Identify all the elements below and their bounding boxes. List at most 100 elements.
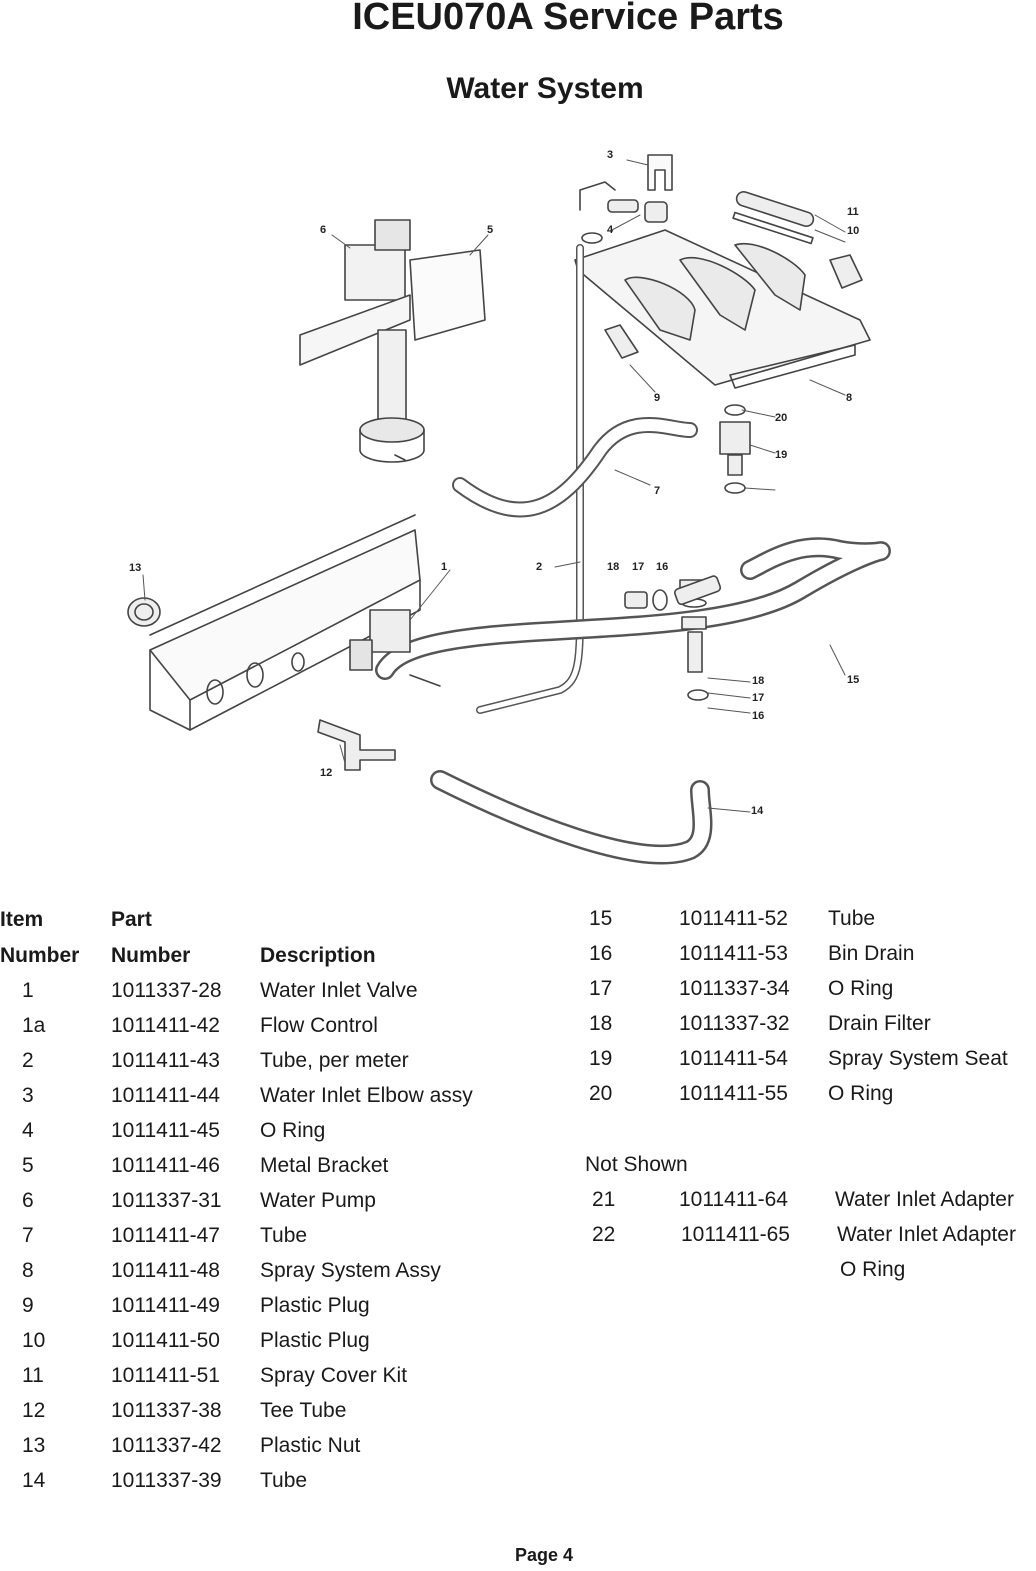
- part-number: 1011411-65: [681, 1223, 790, 1246]
- item-number: 16: [589, 942, 613, 965]
- part-header-line2: Number: [111, 944, 191, 967]
- item-number: 13: [22, 1434, 46, 1457]
- part-description: Plastic Plug: [260, 1294, 370, 1317]
- part-description: Spray System Assy: [260, 1259, 441, 1282]
- part-number: 1011411-42: [111, 1014, 220, 1037]
- item-number: 11: [22, 1364, 44, 1387]
- part-number: 1011411-43: [111, 1049, 220, 1072]
- part-description: Water Inlet Elbow assy: [260, 1084, 473, 1107]
- part-number: 1011411-45: [111, 1119, 220, 1142]
- spray-system-seat-19: [719, 404, 751, 494]
- spray-cover-kit-11: [732, 191, 815, 245]
- part-description: Water Inlet Adapter: [835, 1188, 1014, 1211]
- callout-8: 8: [846, 392, 852, 404]
- part-number: 1011337-31: [111, 1189, 222, 1212]
- table-row: 13 1011337-42 Plastic Nut: [0, 1434, 1036, 1469]
- callout-11: 11: [847, 206, 859, 218]
- part-description: Plastic Nut: [260, 1434, 361, 1457]
- item-number: 6: [22, 1189, 34, 1212]
- item-number: 1: [22, 979, 34, 1002]
- bin-drain-16-17-18: [624, 575, 722, 701]
- part-number: 1011337-42: [111, 1434, 222, 1457]
- part-description: O Ring: [260, 1119, 326, 1142]
- item-number: 14: [22, 1469, 46, 1492]
- part-header-line1: Part: [111, 908, 152, 931]
- part-description: Tee Tube: [260, 1399, 347, 1422]
- callout-14: 14: [751, 805, 764, 817]
- part-number: 1011411-46: [111, 1154, 220, 1177]
- item-number: 12: [22, 1399, 46, 1422]
- part-description: Tube, per meter: [260, 1049, 409, 1072]
- part-description: Spray System Seat: [828, 1047, 1008, 1070]
- item-number: 7: [22, 1224, 34, 1247]
- callout-18: 18: [607, 561, 619, 573]
- table-row: 22 1011411-65 Water Inlet Adapter: [0, 1223, 1036, 1258]
- part-description: Water Inlet Adapter: [837, 1223, 1016, 1246]
- part-number: 1011411-55: [679, 1082, 788, 1105]
- section-title: Water System: [446, 72, 644, 105]
- part-description: Water Inlet Valve: [260, 979, 418, 1002]
- table-row: 15 1011411-52 Tube: [0, 907, 1036, 942]
- part-number: 1011337-34: [679, 977, 790, 1000]
- frame-rail: [149, 514, 421, 731]
- water-inlet-elbow-3: [579, 154, 673, 223]
- callout-17: 17: [632, 561, 644, 573]
- part-description: Water Pump: [260, 1189, 376, 1212]
- part-number: 1011411-54: [679, 1047, 788, 1070]
- part-description: Drain Filter: [828, 1012, 931, 1035]
- water-inlet-valve-1: [349, 609, 441, 687]
- part-description: Metal Bracket: [260, 1154, 389, 1177]
- callout-19: 19: [775, 449, 787, 461]
- plastic-plug-9: [604, 324, 639, 359]
- part-number: 1011337-28: [111, 979, 222, 1002]
- callout-10: 10: [847, 225, 859, 237]
- part-number: 1011411-44: [111, 1084, 220, 1107]
- tee-tube-12: [317, 719, 396, 771]
- item-number: 21: [592, 1188, 616, 1211]
- item-header-line2: Number: [0, 944, 80, 967]
- spray-system-assy-8: [574, 229, 871, 389]
- page-title: ICEU070A Service Parts: [352, 0, 784, 38]
- callout-3: 3: [607, 149, 613, 161]
- callout-16: 16: [656, 561, 668, 573]
- item-number: 5: [22, 1154, 34, 1177]
- item-number: 10: [22, 1329, 46, 1352]
- part-number: 1011411-49: [111, 1294, 220, 1317]
- part-number: 1011411-50: [111, 1329, 220, 1352]
- part-number: 1011411-64: [679, 1188, 788, 1211]
- part-description: Tube: [828, 907, 876, 930]
- part-number: 1011411-52: [679, 907, 788, 930]
- item-number: 18: [589, 1012, 613, 1035]
- callout-13: 13: [129, 562, 141, 574]
- part-number: 1011337-39: [111, 1469, 222, 1492]
- item-number: 15: [589, 907, 613, 930]
- part-description: Flow Control: [260, 1014, 378, 1037]
- part-description: Tube: [260, 1469, 308, 1492]
- page-number: Page 4: [514, 1545, 574, 1565]
- table-row: 6 1011337-31 Water Pump: [0, 1189, 1036, 1224]
- table-row: 14 1011337-39 Tube: [0, 1469, 1036, 1504]
- callout-5: 5: [487, 224, 493, 236]
- table-row: 3 1011411-44 Water Inlet Elbow assy: [0, 1084, 1036, 1119]
- callout-9: 9: [654, 392, 660, 404]
- item-number: 3: [22, 1084, 34, 1107]
- o-ring-4: [581, 232, 603, 244]
- callout-1: 1: [441, 561, 447, 573]
- callout-6: 6: [320, 224, 326, 236]
- part-description: Bin Drain: [828, 942, 915, 965]
- callout-2: 2: [536, 561, 542, 573]
- item-header-line1: Item: [0, 908, 44, 931]
- item-number: 1a: [22, 1014, 46, 1037]
- part-number: 1011411-51: [111, 1364, 220, 1387]
